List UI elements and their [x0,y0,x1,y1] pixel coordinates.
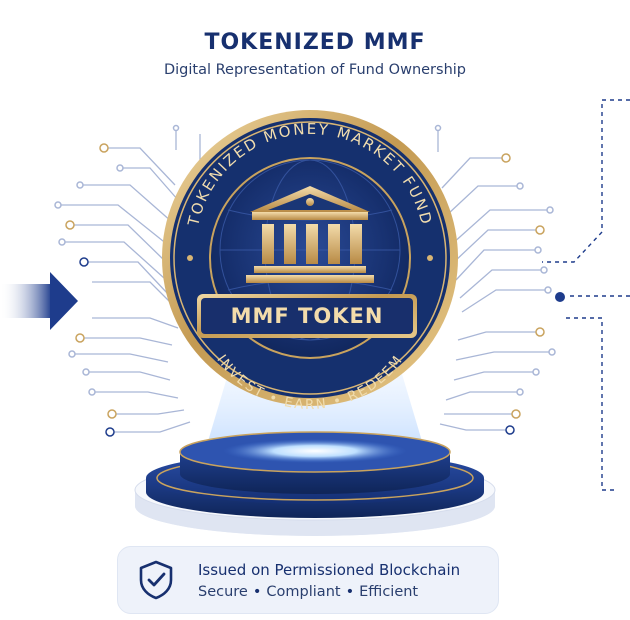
circuit-lines-left [58,128,201,433]
feature-separator: • [252,584,262,600]
circuit-lines-right [437,128,552,431]
page-title: TOKENIZED MMF [204,30,426,55]
token-banner [197,294,417,338]
network-node-icon [555,292,565,302]
blockchain-headline: Issued on Permissioned Blockchain [198,561,461,579]
feature-list: Secure•Compliant•Efficient [198,584,418,600]
incoming-arrow [0,272,78,330]
feature-efficient: Efficient [359,584,419,600]
feature-compliant: Compliant [266,584,341,600]
classical-bank-building-icon [246,186,374,283]
blockchain-info-card: Issued on Permissioned Blockchain Secure… [117,546,499,614]
circuit-nodes-left [54,124,180,437]
dashed-network-right [542,99,630,491]
feature-secure: Secure [198,584,248,600]
token-label: MMF TOKEN [230,304,384,328]
page-subtitle: Digital Representation of Fund Ownership [163,62,466,78]
pedestal [134,431,496,536]
shield-check-icon [139,560,173,600]
circuit-nodes-right [434,124,556,435]
feature-separator: • [345,584,355,600]
